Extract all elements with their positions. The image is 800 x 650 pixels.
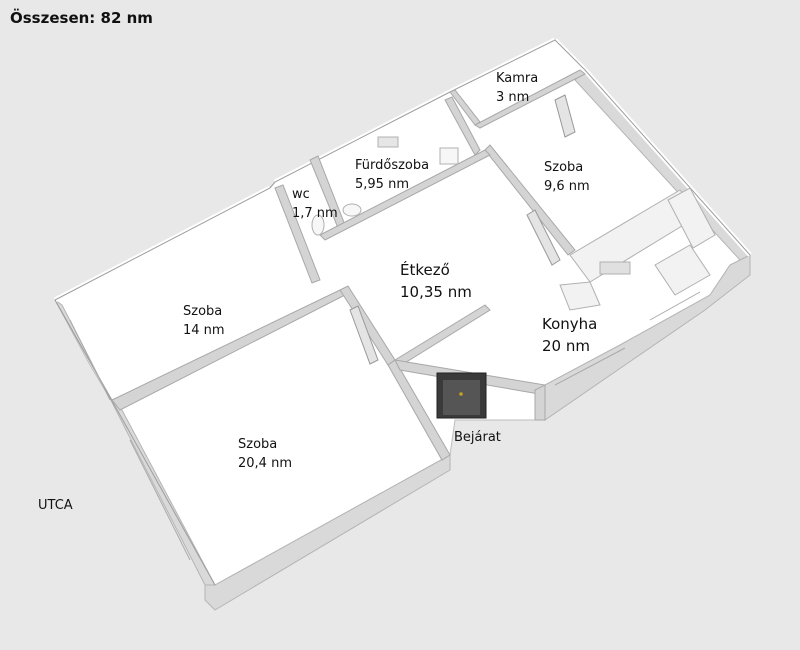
room-furdoszoba: Fürdőszoba 5,95 nm: [355, 156, 429, 194]
room-wc: wc 1,7 nm: [292, 185, 338, 223]
room-name: Fürdőszoba: [355, 158, 430, 173]
room-name: Konyha: [542, 315, 598, 333]
room-name: wc: [292, 187, 310, 202]
room-szoba-96: Szoba 9,6 nm: [544, 158, 590, 196]
room-etkezo: Étkező 10,35 nm: [400, 259, 472, 303]
bathroom-fixtures: [311, 136, 459, 236]
room-name: Szoba: [238, 437, 278, 452]
room-name: Étkező: [400, 261, 450, 279]
room-area: 20 nm: [542, 337, 590, 355]
room-area: 9,6 nm: [544, 179, 590, 194]
room-area: 20,4 nm: [238, 456, 292, 471]
room-area: 1,7 nm: [292, 206, 338, 221]
street-label: UTCA: [38, 498, 73, 513]
room-name: Kamra: [496, 71, 539, 86]
room-szoba-204: Szoba 20,4 nm: [238, 435, 292, 473]
room-name: Szoba: [183, 304, 223, 319]
room-konyha: Konyha 20 nm: [542, 313, 597, 357]
room-area: 14 nm: [183, 323, 225, 338]
room-area: 5,95 nm: [355, 177, 409, 192]
apartment-floor: [54, 39, 751, 586]
interior-walls: [111, 69, 586, 461]
entrance-label: Bejárat: [454, 430, 501, 445]
total-area-label: Összesen: 82 nm: [10, 9, 153, 27]
room-area: 10,35 nm: [400, 283, 472, 301]
windows: [69, 291, 701, 561]
doors: [349, 94, 576, 365]
room-area: 3 nm: [496, 90, 530, 105]
room-kamra: Kamra 3 nm: [496, 69, 538, 107]
room-szoba-14: Szoba 14 nm: [183, 302, 225, 340]
kitchen-counters: [559, 187, 716, 311]
room-name: Szoba: [544, 160, 584, 175]
entrance-door: [436, 372, 487, 419]
